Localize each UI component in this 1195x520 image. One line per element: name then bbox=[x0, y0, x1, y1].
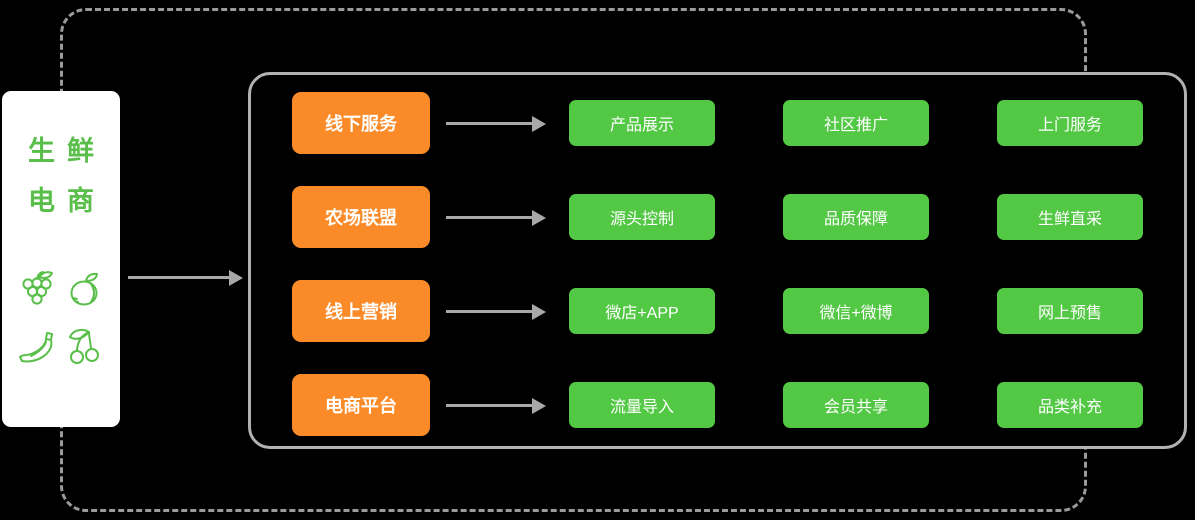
grapes-icon bbox=[22, 271, 53, 305]
feature-button: 品质保障 bbox=[783, 194, 929, 240]
source-card: 生鲜 电商 bbox=[2, 91, 120, 427]
feature-button: 社区推广 bbox=[783, 100, 929, 146]
feature-button: 上门服务 bbox=[997, 100, 1143, 146]
detail-panel: 线下服务 产品展示 社区推广 上门服务 农场联盟 源头控制 品质保障 生鲜直采 … bbox=[248, 72, 1187, 449]
row-arrow bbox=[446, 404, 532, 407]
feature-button: 微店+APP bbox=[569, 288, 715, 334]
row-arrow bbox=[446, 310, 532, 313]
category-button: 线下服务 bbox=[292, 92, 430, 154]
category-button: 电商平台 bbox=[292, 374, 430, 436]
category-button: 农场联盟 bbox=[292, 186, 430, 248]
banana-icon bbox=[19, 332, 53, 363]
card-title-line1: 生鲜 bbox=[28, 136, 106, 166]
main-arrow bbox=[128, 276, 229, 279]
feature-button: 网上预售 bbox=[997, 288, 1143, 334]
feature-button: 微信+微博 bbox=[783, 288, 929, 334]
row-arrow bbox=[446, 122, 532, 125]
fruit-icon-grid bbox=[17, 269, 105, 371]
category-button: 线上营销 bbox=[292, 280, 430, 342]
feature-button: 品类补充 bbox=[997, 382, 1143, 428]
feature-button: 生鲜直采 bbox=[997, 194, 1143, 240]
card-title-line2: 电商 bbox=[28, 186, 106, 216]
feature-button: 源头控制 bbox=[569, 194, 715, 240]
row-arrow bbox=[446, 216, 532, 219]
feature-button: 产品展示 bbox=[569, 100, 715, 146]
feature-button: 流量导入 bbox=[569, 382, 715, 428]
feature-button: 会员共享 bbox=[783, 382, 929, 428]
apricot-icon bbox=[70, 272, 98, 306]
cherries-icon bbox=[69, 328, 99, 364]
